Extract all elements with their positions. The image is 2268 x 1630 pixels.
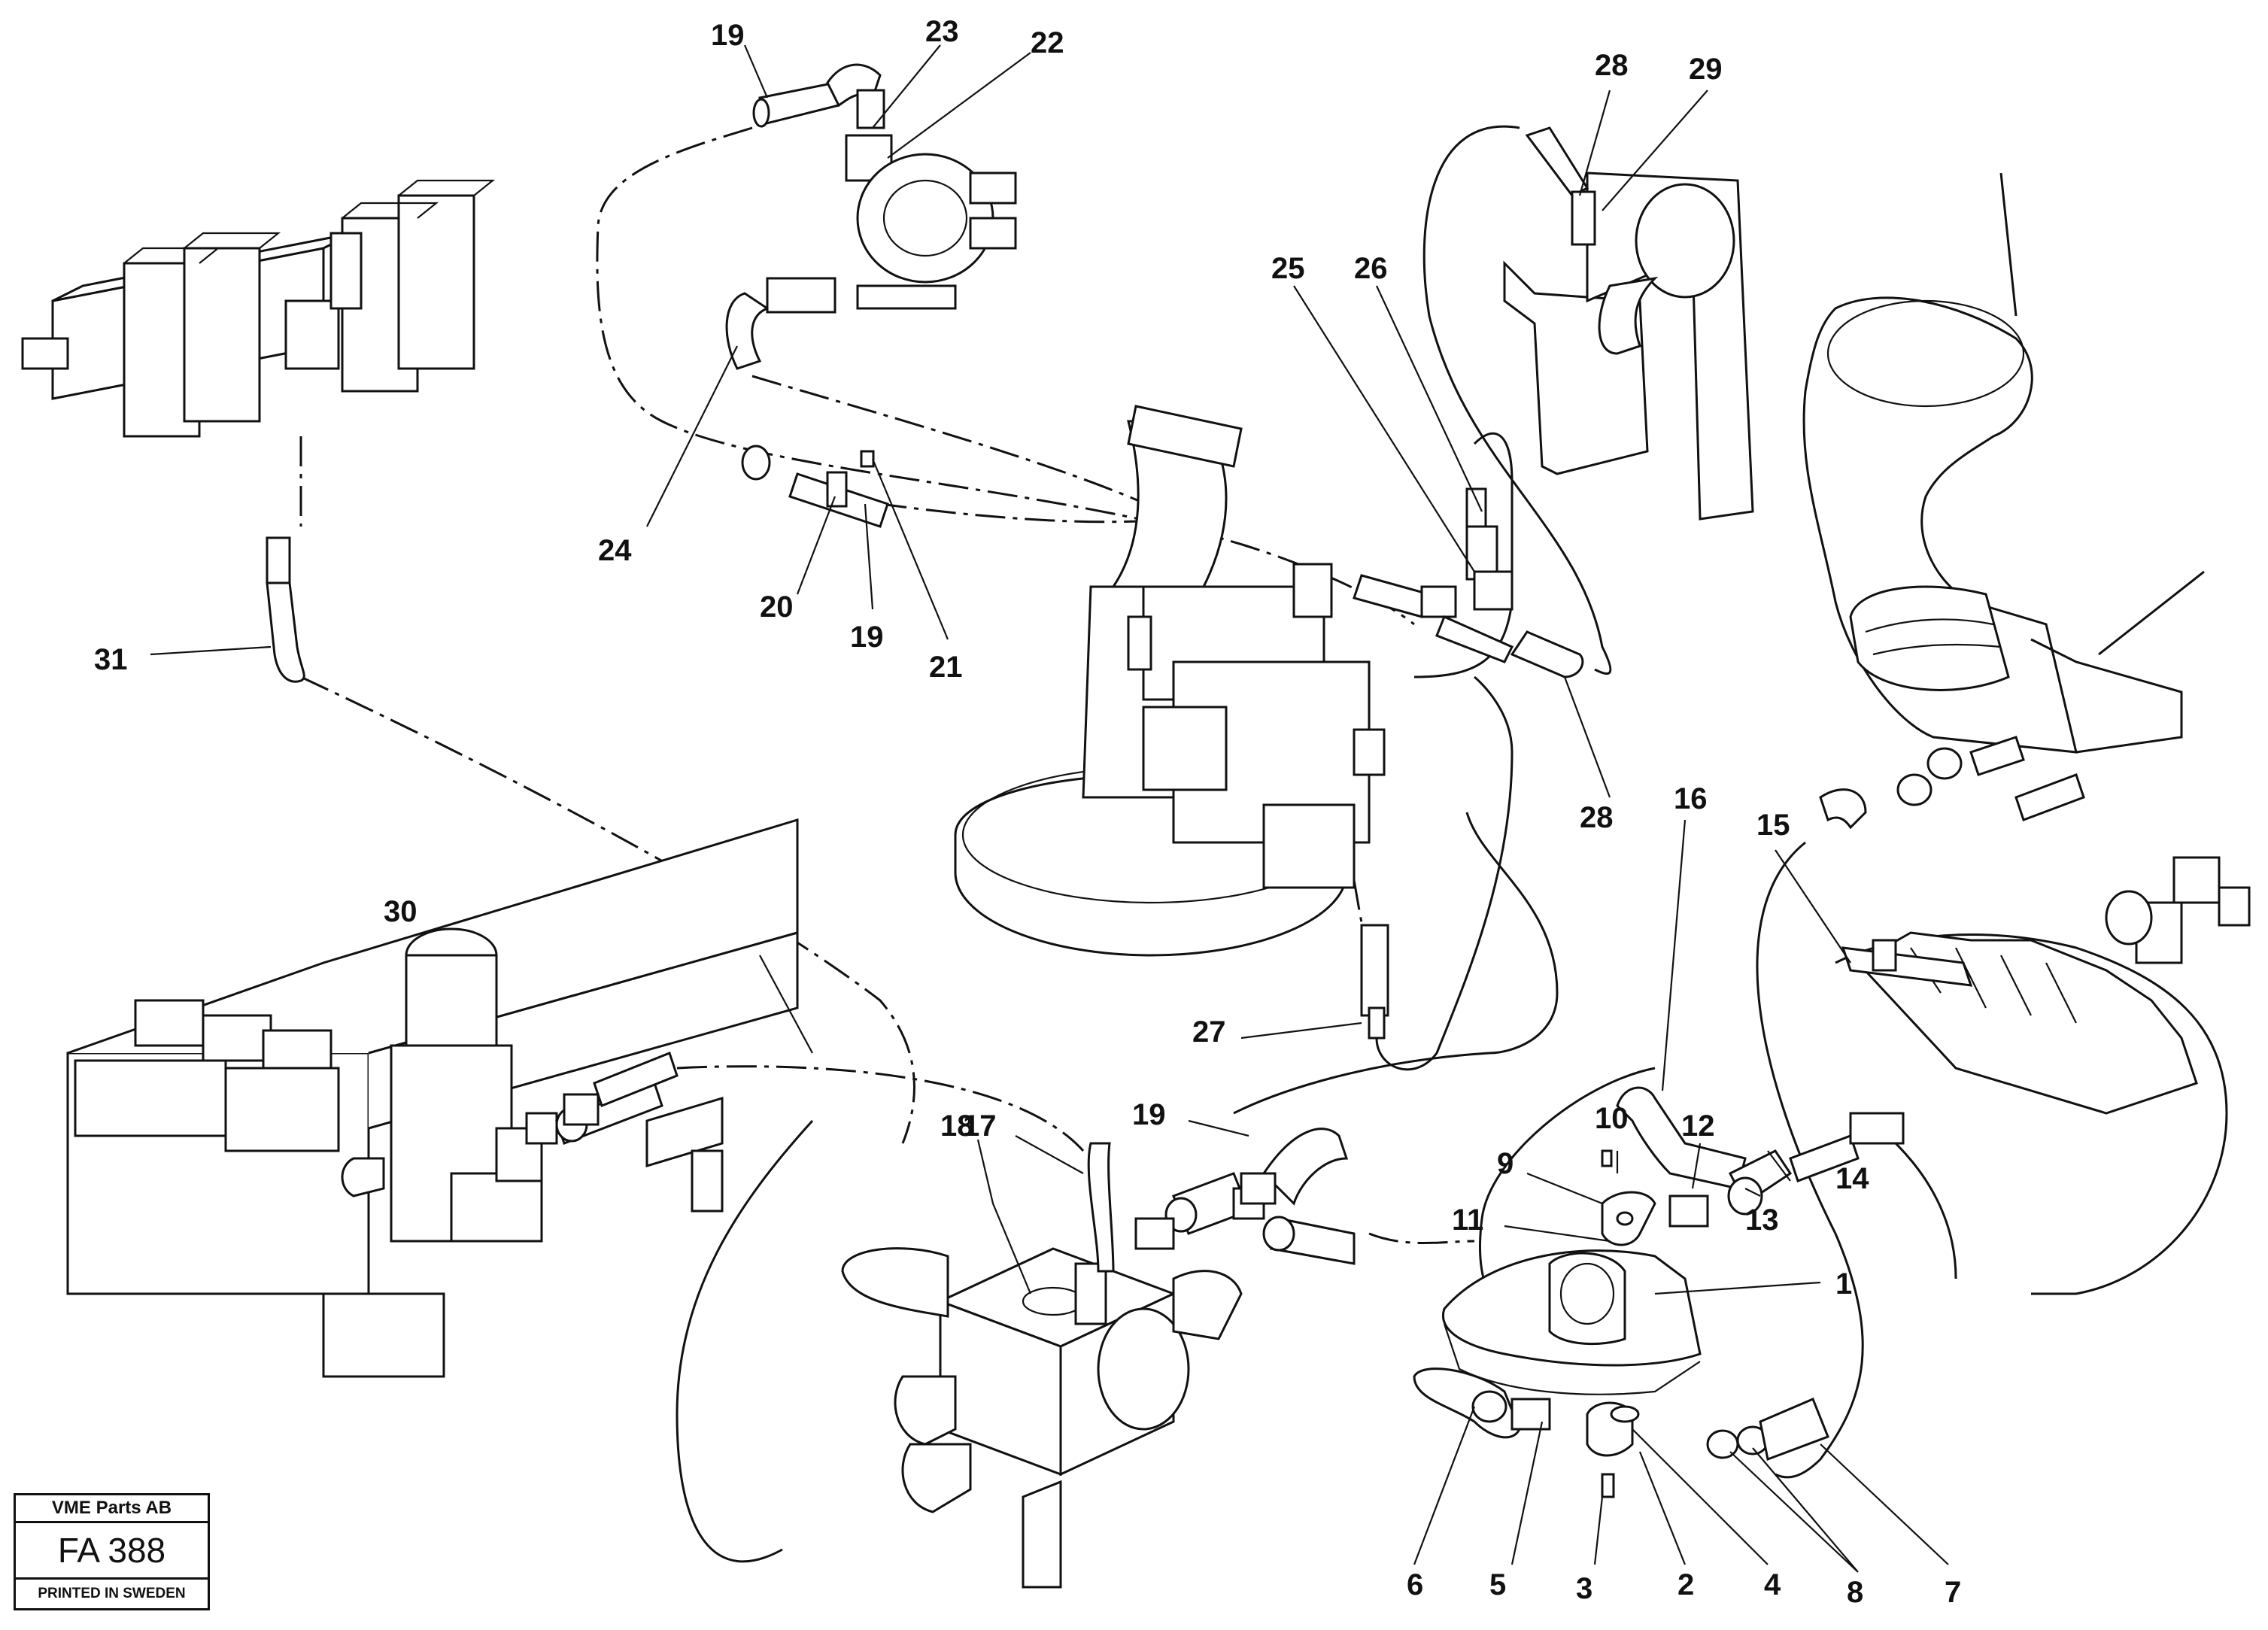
clamps-right bbox=[1819, 736, 2085, 830]
stamp-code: FA 388 bbox=[16, 1523, 208, 1580]
hose-27 bbox=[1360, 675, 1514, 1071]
callouts: 1 2 3 4 5 6 7 8 9 10 11 12 13 14 15 16 1… bbox=[94, 15, 1961, 1609]
bracket-top-right bbox=[1503, 126, 1754, 521]
casting-lower-right bbox=[1835, 856, 2251, 1295]
callout-28a: 28 bbox=[1595, 49, 1629, 82]
callout-7: 7 bbox=[1945, 1576, 1961, 1609]
callout-19a: 19 bbox=[711, 19, 745, 52]
callout-28b: 28 bbox=[1580, 801, 1614, 834]
leader-lines bbox=[150, 44, 1949, 1573]
fittings-17-19 bbox=[1134, 1128, 1356, 1265]
stamp-printed: PRINTED IN SWEDEN bbox=[38, 1586, 186, 1601]
callout-19b: 19 bbox=[850, 621, 884, 654]
title-stamp: VME Parts AB FA 388 PRINTED IN SWEDEN bbox=[14, 1493, 210, 1610]
callout-3: 3 bbox=[1576, 1572, 1592, 1605]
callout-26: 26 bbox=[1354, 252, 1388, 285]
callout-23: 23 bbox=[925, 15, 959, 48]
callout-19c: 19 bbox=[1132, 1098, 1166, 1131]
callout-2: 2 bbox=[1677, 1568, 1694, 1601]
callout-21: 21 bbox=[929, 651, 963, 684]
stamp-company: VME Parts AB bbox=[16, 1495, 208, 1523]
callout-13: 13 bbox=[1745, 1204, 1779, 1237]
pump-top-centre bbox=[725, 63, 1017, 370]
fittings-9-16 bbox=[1601, 1086, 1905, 1280]
hose-30 bbox=[563, 1052, 679, 1126]
fittings-1-8 bbox=[1413, 1249, 1829, 1498]
callout-16: 16 bbox=[1674, 782, 1708, 815]
tee-25-26 bbox=[1353, 487, 1584, 678]
callout-14: 14 bbox=[1835, 1162, 1869, 1195]
callout-30: 30 bbox=[384, 895, 417, 928]
callout-27: 27 bbox=[1192, 1015, 1226, 1049]
callout-24: 24 bbox=[598, 534, 632, 567]
callout-15: 15 bbox=[1756, 809, 1790, 842]
callout-10: 10 bbox=[1595, 1102, 1629, 1135]
callout-6: 6 bbox=[1407, 1568, 1423, 1601]
callout-18: 18 bbox=[940, 1109, 974, 1143]
clamp-20 bbox=[741, 445, 889, 528]
callout-11: 11 bbox=[1452, 1204, 1483, 1237]
callout-12: 12 bbox=[1681, 1109, 1715, 1143]
callout-5: 5 bbox=[1489, 1568, 1506, 1601]
burner-unit bbox=[954, 405, 1386, 957]
duct-top-right bbox=[1802, 172, 2205, 754]
callout-20: 20 bbox=[760, 590, 794, 624]
callout-31: 31 bbox=[94, 643, 128, 676]
callout-1: 1 bbox=[1835, 1267, 1852, 1301]
hose-31 bbox=[266, 536, 305, 683]
callout-9: 9 bbox=[1497, 1147, 1514, 1180]
callout-22: 22 bbox=[1031, 26, 1064, 59]
callout-8: 8 bbox=[1847, 1576, 1863, 1609]
callout-17: 17 bbox=[963, 1109, 997, 1143]
hose-routes bbox=[299, 125, 1957, 1563]
valve-block-18 bbox=[841, 1142, 1243, 1589]
callout-4: 4 bbox=[1764, 1568, 1781, 1601]
valve-assembly-left bbox=[66, 818, 799, 1378]
valve-bank-top-left bbox=[21, 179, 496, 438]
callout-29: 29 bbox=[1689, 53, 1723, 86]
callout-25: 25 bbox=[1271, 252, 1305, 285]
